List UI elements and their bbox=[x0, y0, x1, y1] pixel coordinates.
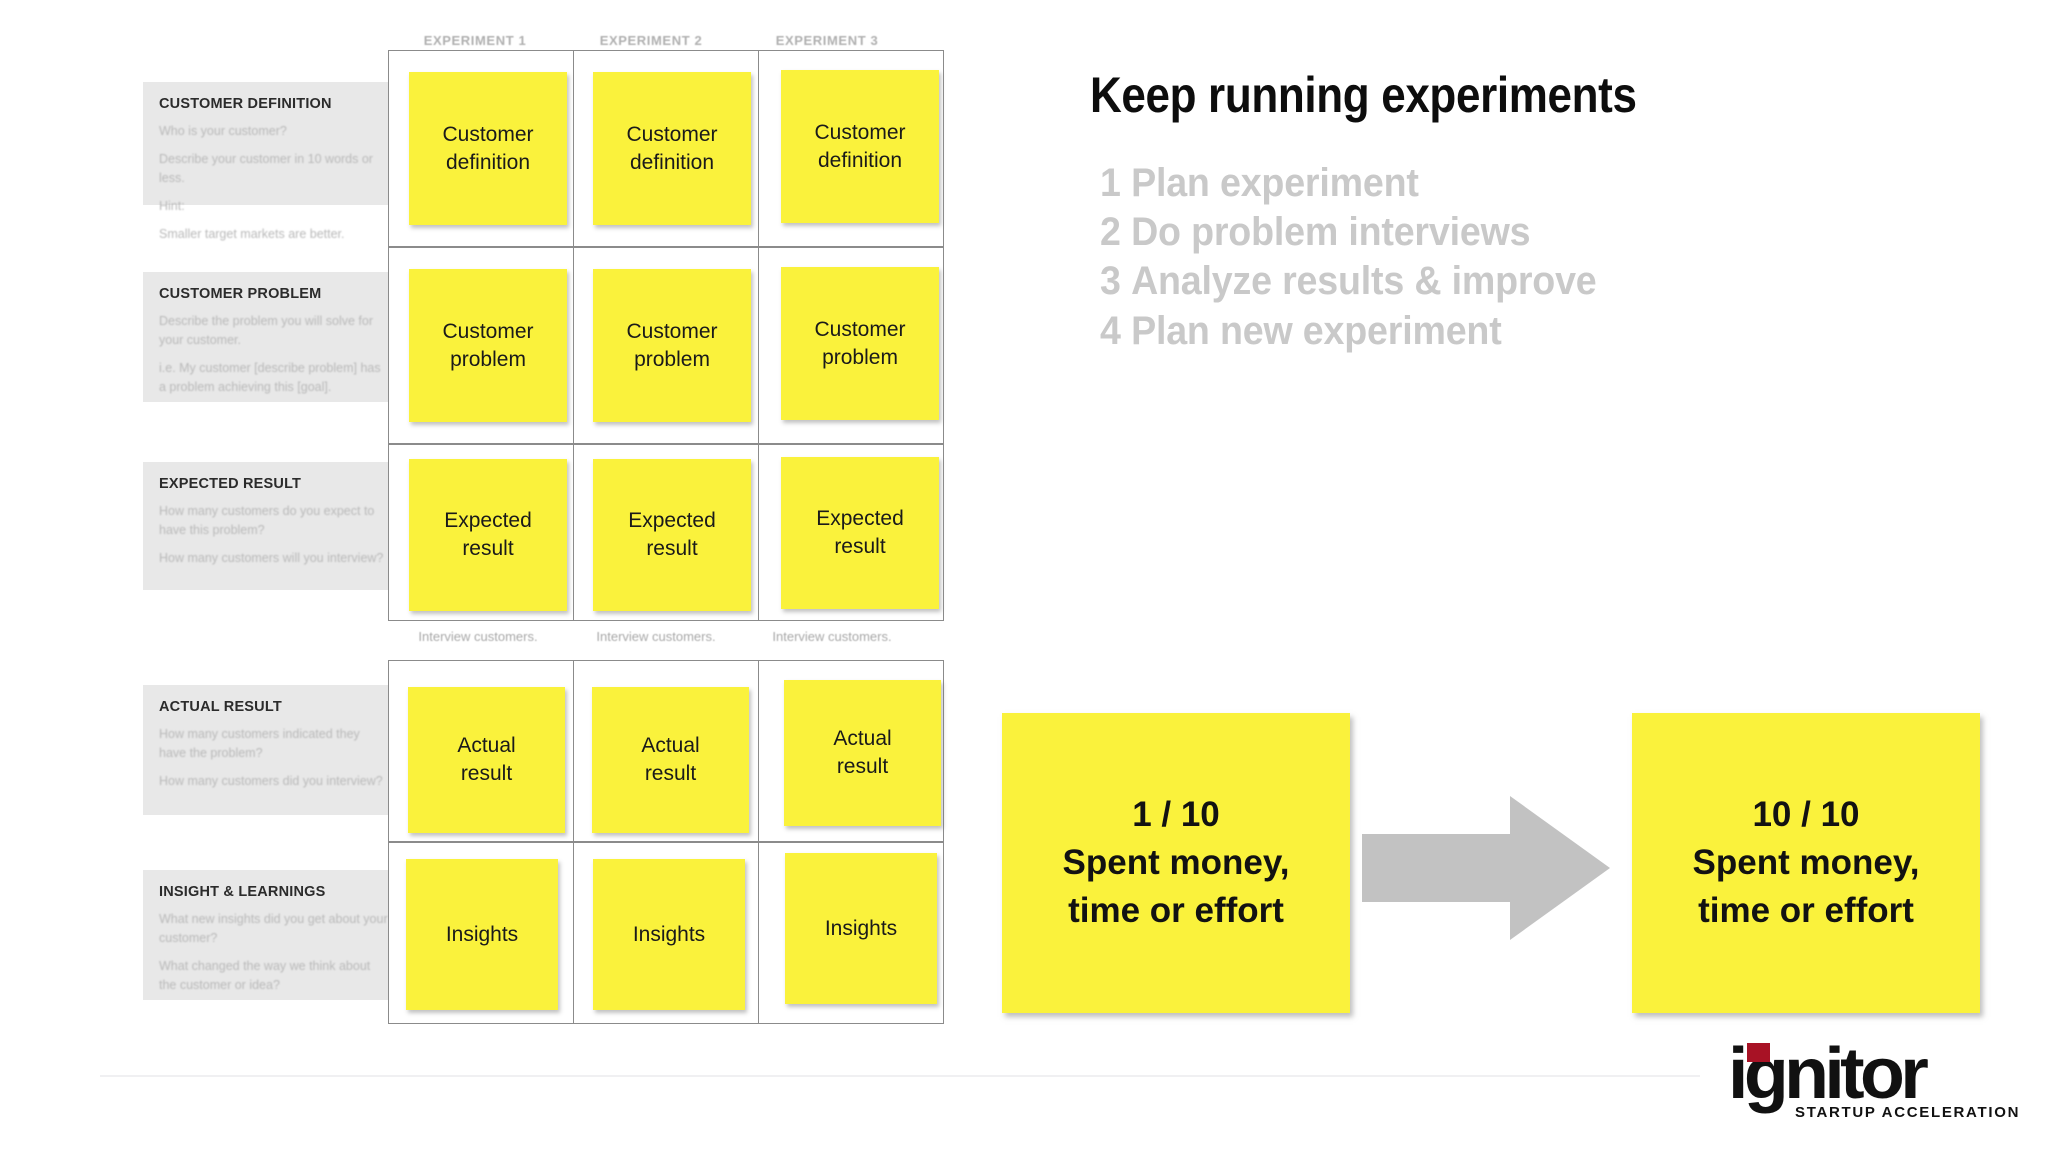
section-body-line: What new insights did you get about your… bbox=[159, 912, 388, 945]
step-label: Plan new experiment bbox=[1131, 308, 1502, 353]
section-panel-actual-result: ACTUAL RESULT How many customers indicat… bbox=[143, 685, 405, 815]
section-body: How many customers indicated they have t… bbox=[159, 725, 389, 791]
callout-before-line2: Spent money, bbox=[1062, 842, 1290, 882]
callout-before-ratio: 1 / 10 bbox=[1132, 794, 1220, 834]
section-body-line: Who is your customer? bbox=[159, 124, 287, 138]
step-number: 3 bbox=[1100, 259, 1121, 304]
section-body-line: How many customers will you interview? bbox=[159, 551, 384, 565]
callout-before-line3: time or effort bbox=[1068, 891, 1284, 931]
right-arrow-icon bbox=[1362, 796, 1610, 940]
section-title: INSIGHT & LEARNINGS bbox=[159, 884, 326, 900]
grid-cell[interactable]: Insights bbox=[389, 843, 574, 1023]
section-body-line: How many customers did you interview? bbox=[159, 774, 383, 788]
section-panel-customer-problem: CUSTOMER PROBLEM Describe the problem yo… bbox=[143, 272, 405, 402]
sticky-note-insights-3[interactable]: Insights bbox=[785, 853, 937, 1004]
section-title: ACTUAL RESULT bbox=[159, 699, 282, 715]
step-label: Analyze results & improve bbox=[1131, 259, 1597, 304]
callout-after-ratio: 10 / 10 bbox=[1752, 794, 1860, 834]
experiment-worksheet: EXPERIMENT 1 EXPERIMENT 2 EXPERIMENT 3 C… bbox=[0, 0, 975, 1060]
section-body: Who is your customer? Describe your cust… bbox=[159, 122, 389, 244]
section-body-line: Hint: bbox=[159, 199, 185, 213]
grid-cell[interactable]: Insights bbox=[574, 843, 759, 1023]
step-number: 2 bbox=[1100, 210, 1121, 255]
section-body: What new insights did you get about your… bbox=[159, 910, 389, 995]
section-body-line: What changed the way we think about the … bbox=[159, 959, 371, 992]
step-label: Do problem interviews bbox=[1131, 210, 1531, 255]
callout-before: 1 / 10 Spent money, time or effort bbox=[1002, 713, 1350, 1013]
section-body-line: Describe your customer in 10 words or le… bbox=[159, 152, 373, 185]
section-body-line: i.e. My customer [describe problem] has … bbox=[159, 361, 381, 394]
step-label: Plan experiment bbox=[1131, 161, 1419, 205]
logo-red-square-icon bbox=[1747, 1043, 1770, 1062]
experiment-column-header-2: EXPERIMENT 2 bbox=[599, 33, 703, 48]
ignitor-logo: ignitor STARTUP ACCELERATION bbox=[1728, 1038, 2018, 1130]
grid-row-insight-learnings: Insights Insights Insights bbox=[388, 842, 944, 1024]
sticky-note-insights-1[interactable]: Insights bbox=[406, 859, 558, 1010]
interview-divider-label-3: Interview customers. bbox=[772, 629, 892, 644]
callout-after: 10 / 10 Spent money, time or effort bbox=[1632, 713, 1980, 1013]
section-panel-customer-definition: CUSTOMER DEFINITION Who is your customer… bbox=[143, 82, 405, 241]
interview-divider-label-2: Interview customers. bbox=[596, 629, 716, 644]
footer-divider bbox=[100, 1075, 1700, 1077]
section-body-line: Describe the problem you will solve for … bbox=[159, 314, 373, 347]
page-title: Keep running experiments bbox=[1090, 67, 1637, 123]
callout-after-line2: Spent money, bbox=[1692, 842, 1920, 882]
section-body-line: Smaller target markets are better. bbox=[159, 227, 345, 241]
section-title: CUSTOMER PROBLEM bbox=[159, 286, 322, 302]
section-body-line: How many customers do you expect to have… bbox=[159, 504, 375, 537]
section-body-line: How many customers indicated they have t… bbox=[159, 727, 360, 760]
grid-cell[interactable]: Insights bbox=[759, 843, 943, 1023]
logo-tagline: STARTUP ACCELERATION bbox=[1795, 1104, 2021, 1121]
experiment-column-header-1: EXPERIMENT 1 bbox=[423, 33, 527, 48]
callout-after-line3: time or effort bbox=[1698, 891, 1914, 931]
experiment-column-header-3: EXPERIMENT 3 bbox=[775, 33, 879, 48]
section-body: How many customers do you expect to have… bbox=[159, 502, 389, 568]
section-title: CUSTOMER DEFINITION bbox=[159, 96, 332, 112]
step-number: 1 bbox=[1100, 161, 1121, 205]
section-panel-expected-result: EXPECTED RESULT How many customers do yo… bbox=[143, 462, 405, 590]
section-body: Describe the problem you will solve for … bbox=[159, 312, 389, 397]
section-panel-insight-learnings: INSIGHT & LEARNINGS What new insights di… bbox=[143, 870, 405, 1000]
interview-divider-label-1: Interview customers. bbox=[418, 629, 538, 644]
sticky-note-insights-2[interactable]: Insights bbox=[593, 859, 745, 1010]
step-number: 4 bbox=[1100, 308, 1121, 353]
section-title: EXPECTED RESULT bbox=[159, 476, 302, 492]
